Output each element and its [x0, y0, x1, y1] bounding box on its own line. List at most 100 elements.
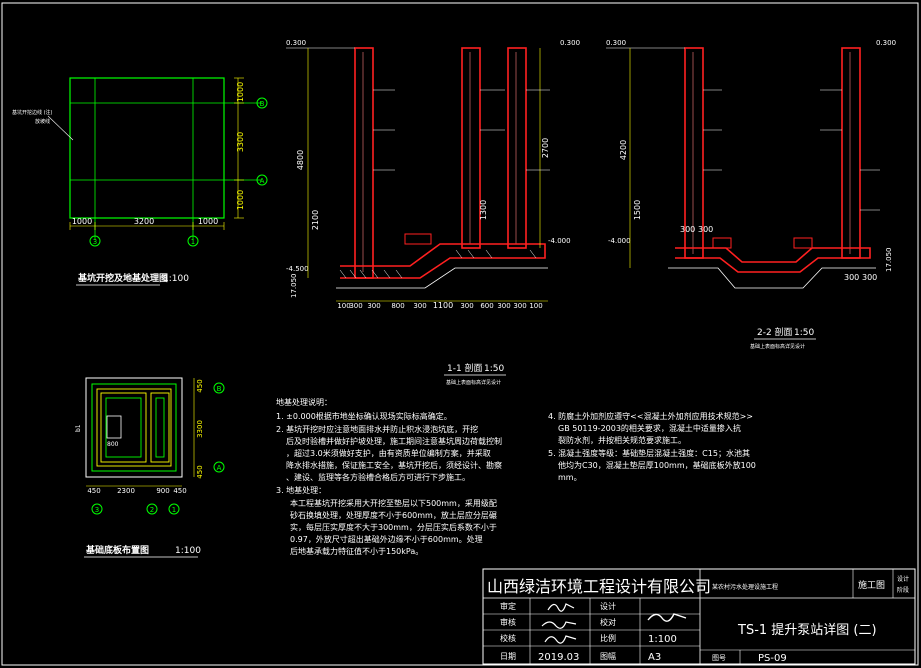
plan1-dim-right-3: 1000	[236, 190, 245, 210]
plan1-dim-bottom-3: 1000	[198, 217, 218, 226]
drawing-no-label: 图号	[712, 654, 726, 662]
plan1-note-label: 基坑开挖边线 (注)	[12, 109, 53, 116]
row1-col2: 设计	[600, 601, 616, 611]
plan2-axis-3-label: 3	[95, 506, 99, 514]
plan2-axis-2-label: 2	[150, 506, 154, 514]
section1-elev-mid: -4.000	[548, 237, 571, 245]
section2-view: 0.300 0.300 -4.000 17.050 4200 1500 300 …	[606, 39, 896, 350]
plan1-axis-bubble-b	[256, 97, 268, 109]
plan2-dim-inner: 800	[107, 441, 119, 448]
plan1-title: 基坑开挖及地基处理图	[77, 272, 168, 284]
section1-elev-bottom: 17.050	[290, 274, 298, 299]
scale-value: 1:100	[648, 634, 677, 645]
project-name: 某农村污水处理设施工程	[712, 583, 778, 591]
section2-dim-bottom-4: 300	[862, 273, 877, 282]
note-line-5: 4. 防腐土外加剂应遵守<<混凝土外加剂应用技术规范>>	[548, 411, 753, 421]
section2-wall-right	[841, 47, 861, 259]
note-line-3: 3. 地基处理：	[276, 485, 326, 495]
row3-col2: 比例	[600, 633, 616, 643]
section1-wall-mid	[461, 47, 481, 249]
signature-4	[647, 613, 687, 622]
plan1-dim-bottom-1: 1000	[72, 217, 92, 226]
plan2-dim-right-3: 450	[196, 465, 204, 478]
section1-dim-bottom-11: 100	[529, 302, 542, 310]
note-line-4: 本工程基坑开挖采用大开挖至垫层以下500mm，采用级配	[290, 498, 497, 508]
row4-col2: 图幅	[600, 651, 616, 661]
section1-dim-bottom-1: 100	[337, 302, 350, 310]
section1-dim-bottom-2: 300	[349, 302, 362, 310]
plan2-dim-right-1: 450	[196, 379, 204, 392]
section1-wall-right	[507, 47, 527, 249]
plan1-axis-bubble-a	[256, 174, 268, 186]
section1-dim-bottom-9: 300	[497, 302, 510, 310]
notes-block: 地基处理说明：1. ±0.000根据市地坐标确认现场实际标高确定。2. 基坑开挖…	[276, 397, 756, 556]
signature-3	[544, 635, 577, 644]
section2-dim-bottom-3: 300	[844, 273, 859, 282]
stage-label: 施工图	[858, 579, 885, 591]
note-line-2: 降水排水措施，保证施工安全，基坑开挖后，须经设计、勘察	[286, 460, 502, 470]
section1-dim-bottom-3: 300	[367, 302, 380, 310]
section1-dim-bottom-4: 800	[391, 302, 404, 310]
section1-elev-top-right: 0.300	[560, 39, 580, 47]
section1-dim-left-1: 4800	[296, 150, 305, 170]
note-line-6: 5. 混凝土强度等级：基础垫层混凝土强度：C15；水池其	[548, 448, 750, 458]
section2-elev-mid: -4.000	[608, 237, 631, 245]
drawing-no: PS-09	[758, 653, 787, 664]
plan2-axis-b-label: B	[217, 385, 222, 393]
note-line-6: 他均为C30，混凝土垫层厚100mm，基础底板外放100	[558, 460, 756, 470]
section2-title: 2-2 剖面	[757, 326, 793, 338]
notes-heading: 地基处理说明：	[276, 397, 332, 407]
row2-label: 审核	[500, 617, 516, 627]
section1-dim-bottom-5: 300	[413, 302, 426, 310]
section1-dim-bottom-7: 300	[460, 302, 473, 310]
note-line-5: 裂防水剂，并按相关规范要求施工。	[558, 435, 686, 445]
plan2-axis-1-label: 1	[172, 506, 176, 514]
design-label: 设计	[897, 575, 909, 583]
row2-col2: 校对	[600, 617, 616, 627]
section1-title: 1-1 剖面	[447, 362, 483, 374]
plan2-dim-bottom-4: 450	[173, 487, 186, 495]
plan2-slab-outer	[85, 377, 183, 478]
section2-subtitle: 基础上表面标高详见设计	[750, 343, 805, 350]
plan2-dim-right-2: 3300	[196, 420, 204, 438]
row1-label: 审定	[500, 601, 516, 611]
section2-dim-bottom-2: 300	[698, 225, 713, 234]
section1-dim-bottom-6: 1100	[433, 301, 453, 310]
section2-base-slab	[675, 247, 871, 273]
section1-base-slab	[340, 243, 546, 279]
plan1-dim-right-1: 1000	[236, 82, 245, 102]
section2-elev-right: 17.050	[885, 248, 893, 273]
plan2-sump	[106, 415, 122, 439]
company-name: 山西绿洁环境工程设计有限公司	[487, 577, 711, 596]
section1-view: 0.300 -4.000 -4.500 17.050 0.300 4800 21…	[286, 39, 580, 386]
section1-dim-right-1: 2700	[541, 138, 550, 158]
signature-1	[547, 603, 575, 612]
plan1-note-sub: 放坡线	[35, 118, 50, 125]
section1-dim-bottom-10: 300	[513, 302, 526, 310]
plan2-dim-bottom-2: 2300	[117, 487, 135, 495]
plan1-axis-a-label: A	[260, 177, 265, 185]
plan2-dim-bottom-3: 900	[156, 487, 169, 495]
section1-scale: 1:50	[484, 364, 504, 374]
plan1-dim-right-2: 3300	[236, 132, 245, 152]
section1-dim-bottom-8: 600	[480, 302, 493, 310]
note-line-6: mm。	[558, 473, 582, 482]
plan1-scale: 1:100	[163, 274, 189, 284]
title-block: 山西绿洁环境工程设计有限公司 某农村污水处理设施工程 施工图 设计 阶段 审定 …	[482, 568, 916, 665]
drawing-title: TS-1 提升泵站详图 (二)	[737, 622, 877, 638]
note-line-4: 砂石换填处理，处理厚度不小于600mm，放土层应分层碾	[290, 510, 497, 520]
note-line-2: 2. 基坑开挖时应注意地面排水并防止积水浸泡坑底，开挖	[276, 424, 478, 434]
plan2-dim-bottom-1: 450	[87, 487, 100, 495]
note-line-5: GB 50119-2003的相关要求，混凝土中适量掺入抗	[558, 423, 741, 433]
plan1-pit-outline	[69, 77, 225, 219]
plan1-axis-bubble-3	[89, 235, 101, 247]
section2-dim-left-1: 4200	[619, 140, 628, 160]
section1-dim-right-2: 1300	[479, 200, 488, 220]
plan2-baseplate-view: 800 b1 450 3300 450 B A 450 2300 900 450…	[75, 377, 225, 558]
plan1-axis-bubble-1	[187, 235, 199, 247]
row3-label: 校核	[500, 633, 516, 643]
sheet-size-value: A3	[648, 652, 661, 663]
section2-dim-bottom-1: 300	[680, 225, 695, 234]
section1-dim-left-2: 2100	[311, 210, 320, 230]
